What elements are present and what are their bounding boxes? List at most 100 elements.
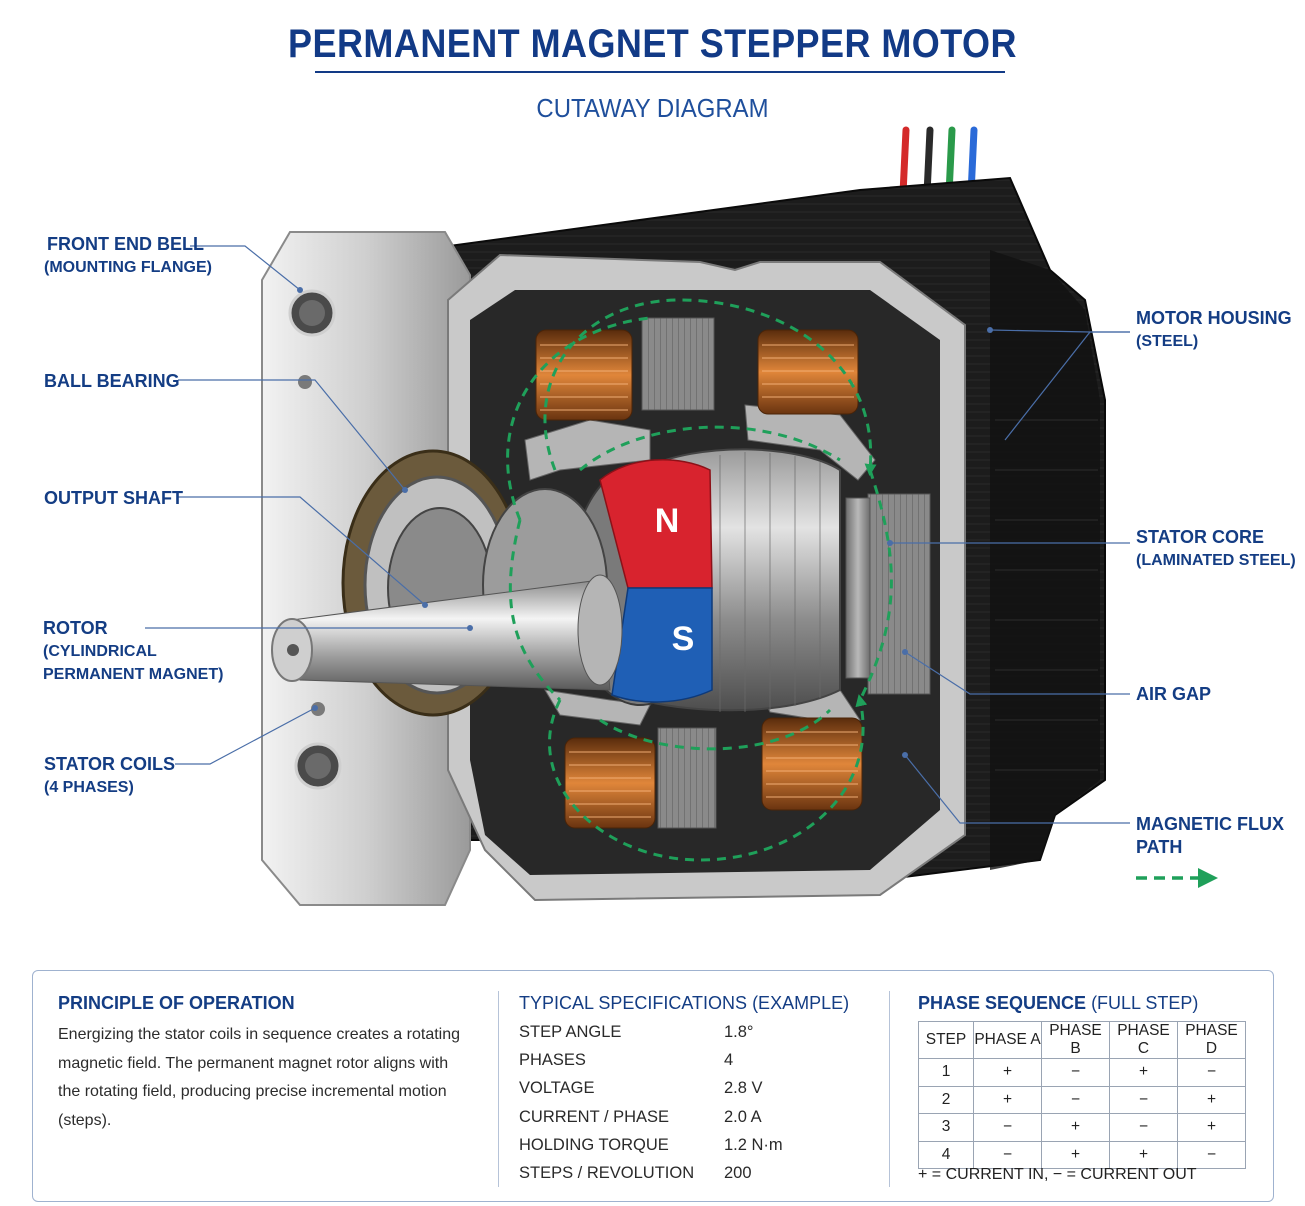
spec-value: 4 (724, 1050, 734, 1069)
motor-cutaway-diagram: N S (145, 126, 1218, 906)
phase-cell: − (973, 1113, 1042, 1142)
label-front-end-bell-sub: (MOUNTING FLANGE) (44, 259, 212, 276)
stator-coil-top-left (535, 329, 633, 421)
phase-cell: − (1041, 1085, 1110, 1114)
label-magnetic-flux: MAGNETIC FLUX PATH (1136, 813, 1284, 859)
label-motor-housing-title: MOTOR HOUSING (1136, 308, 1292, 328)
north-pole-magnet (599, 459, 713, 589)
spec-key: STEP ANGLE (519, 1022, 622, 1041)
phase-heading-title: PHASE SEQUENCE (918, 993, 1087, 1013)
phase-cell: − (973, 1140, 1042, 1169)
phase-cell: − (1177, 1140, 1246, 1169)
phase-cell: − (1109, 1113, 1178, 1142)
spec-row: PHASES 4 (519, 1046, 783, 1074)
label-motor-housing: MOTOR HOUSING (STEEL) (1136, 307, 1292, 353)
phase-heading-note: (FULL STEP) (1091, 993, 1199, 1013)
spec-row: STEPS / REVOLUTION 200 (519, 1159, 783, 1187)
panel-divider-2 (889, 991, 890, 1187)
label-ball-bearing: BALL BEARING (44, 370, 180, 393)
spec-key: VOLTAGE (519, 1079, 595, 1098)
stator-core-bottom (657, 727, 717, 829)
phase-cell: 4 (918, 1140, 974, 1169)
label-stator-core-sub: (LAMINATED STEEL) (1136, 552, 1296, 569)
label-air-gap: AIR GAP (1136, 683, 1211, 706)
spec-value: 200 (724, 1164, 752, 1183)
label-magnetic-flux-line1: MAGNETIC FLUX (1136, 814, 1284, 834)
spec-value: 2.8 V (724, 1079, 763, 1098)
stator-coil-top-right (757, 329, 859, 415)
spec-key: CURRENT / PHASE (519, 1107, 670, 1126)
phase-cell: 3 (918, 1113, 974, 1142)
spec-key: PHASES (519, 1050, 586, 1069)
label-output-shaft-title: OUTPUT SHAFT (44, 488, 183, 508)
phase-row: 1+−+− (918, 1058, 1246, 1087)
flux-legend-arrow (1136, 868, 1218, 888)
south-pole-magnet (611, 587, 713, 703)
label-front-end-bell: FRONT END BELL (MOUNTING FLANGE) (44, 233, 212, 279)
specs-heading-title: TYPICAL SPECIFICATIONS (519, 993, 748, 1013)
label-stator-coils: STATOR COILS (4 PHASES) (44, 753, 175, 799)
south-pole-label: S (672, 620, 695, 658)
label-magnetic-flux-line2: PATH (1136, 837, 1183, 857)
phase-cell: + (1177, 1113, 1246, 1142)
phase-row: 3−+−+ (918, 1113, 1246, 1142)
spec-row: HOLDING TORQUE 1.2 N·m (519, 1131, 783, 1159)
label-stator-coils-sub: (4 PHASES) (44, 779, 134, 796)
phase-column-header: STEP (918, 1021, 974, 1059)
principle-heading: PRINCIPLE OF OPERATION (58, 993, 295, 1013)
info-panel: PRINCIPLE OF OPERATION Energizing the st… (32, 970, 1274, 1202)
page-subtitle: CUTAWAY DIAGRAM (536, 93, 769, 123)
label-output-shaft: OUTPUT SHAFT (44, 487, 183, 510)
phase-column-header: PHASE A (973, 1021, 1042, 1059)
leader-lines (145, 245, 1130, 824)
label-ball-bearing-title: BALL BEARING (44, 371, 180, 391)
magnetic-flux-path (506, 298, 893, 862)
phase-column-header: PHASE C (1109, 1021, 1178, 1059)
spec-row: VOLTAGE 2.8 V (519, 1075, 783, 1103)
phase-cell: 1 (918, 1058, 974, 1087)
label-rotor-title: ROTOR (43, 618, 108, 638)
pole-shoe-bottom-left (544, 689, 651, 726)
label-front-end-bell-title: FRONT END BELL (47, 234, 204, 254)
label-rotor: ROTOR (CYLINDRICAL PERMANENT MAGNET) (43, 617, 223, 686)
phase-cell: + (973, 1085, 1042, 1114)
phase-row: 2+−−+ (918, 1085, 1246, 1114)
label-stator-core-title: STATOR CORE (1136, 527, 1265, 547)
phase-cell: − (1041, 1058, 1110, 1087)
label-rotor-sub1: (CYLINDRICAL (43, 643, 157, 660)
panel-divider-1 (498, 991, 499, 1187)
spec-value: 1.2 N·m (724, 1135, 783, 1154)
spec-key: HOLDING TORQUE (519, 1135, 669, 1154)
phase-cell: − (1109, 1085, 1178, 1114)
spec-value: 1.8° (724, 1022, 754, 1041)
spec-key: STEPS / REVOLUTION (519, 1164, 695, 1183)
phase-cell: + (1041, 1113, 1110, 1142)
label-stator-coils-title: STATOR COILS (44, 754, 176, 774)
spec-row: CURRENT / PHASE 2.0 A (519, 1103, 783, 1131)
stator-coil-bottom-left (564, 737, 656, 829)
stator-core-top (641, 317, 715, 411)
phase-cell: + (1109, 1058, 1178, 1087)
spec-value: 2.0 A (724, 1107, 762, 1126)
principle-text: Energizing the stator coils in sequence … (58, 1026, 461, 1129)
phase-row: 4−++− (918, 1140, 1246, 1169)
phase-column-header: PHASE B (1041, 1021, 1110, 1059)
phase-legend: + = CURRENT IN, − = CURRENT OUT (918, 1166, 1197, 1183)
phase-cell: + (1177, 1085, 1246, 1114)
phase-cell: 2 (918, 1085, 974, 1114)
phase-heading: PHASE SEQUENCE (FULL STEP) (918, 993, 1198, 1014)
label-motor-housing-sub: (STEEL) (1136, 333, 1199, 350)
north-pole-label: N (655, 502, 680, 540)
label-rotor-sub2: PERMANENT MAGNET) (43, 666, 224, 683)
specs-heading-note: (EXAMPLE) (752, 993, 850, 1013)
rotor: N S (569, 448, 841, 712)
phase-cell: − (1177, 1058, 1246, 1087)
phase-cell: + (973, 1058, 1042, 1087)
phase-column-header: PHASE D (1177, 1021, 1246, 1059)
pole-shoe-top-right (744, 404, 876, 481)
phase-cell: + (1109, 1140, 1178, 1169)
label-stator-core: STATOR CORE (LAMINATED STEEL) (1136, 526, 1296, 572)
page-title: PERMANENT MAGNET STEPPER MOTOR (288, 22, 1017, 66)
